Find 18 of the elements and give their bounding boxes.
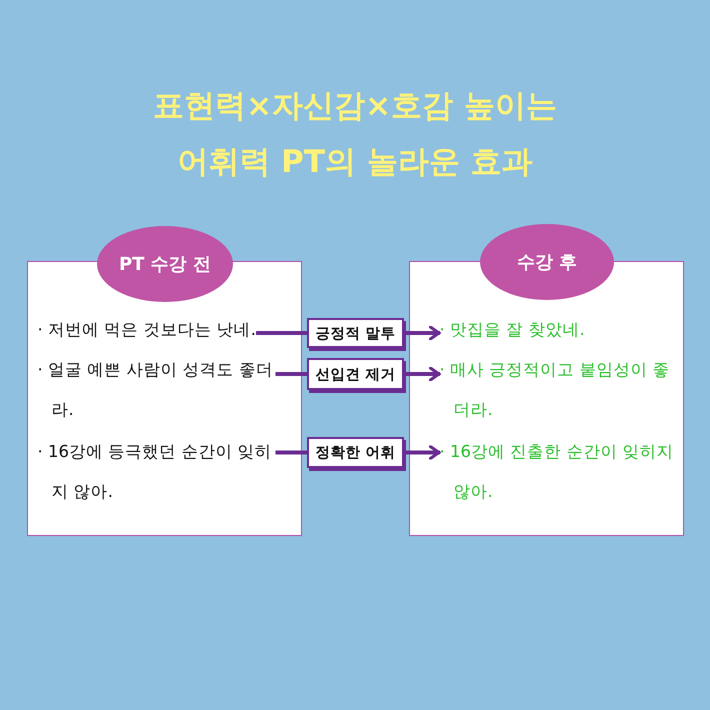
connector-line — [276, 372, 307, 376]
arrow — [404, 366, 440, 382]
label-box: 정확한 어휘 — [307, 437, 404, 468]
arrow — [404, 444, 440, 460]
label-box: 긍정적 말투 — [307, 318, 404, 348]
connector-line — [276, 450, 307, 454]
title: 표현력×자신감×호감 높이는 어휘력 PT의 놀라운 효과 — [152, 87, 558, 182]
bullet-text: · 맛집을 잘 찾았네. — [440, 310, 585, 350]
bullet-text: · 16강에 등극했던 순간이 잊히지 않아. — [38, 432, 276, 512]
bullet-text: · 16강에 진출한 순간이 잊히지 않아. — [440, 432, 678, 512]
heading-ellipse: 수강 후 — [480, 224, 614, 300]
connector-line — [256, 331, 307, 335]
bullet-text: · 저번에 먹은 것보다는 낫네. — [38, 310, 256, 350]
label-box: 선입견 제거 — [307, 358, 404, 390]
heading-ellipse: PT 수강 전 — [97, 226, 233, 302]
bullet-text: · 매사 긍정적이고 붙임성이 좋더라. — [440, 350, 678, 430]
bullet-text: · 얼굴 예쁜 사람이 성격도 좋더라. — [38, 350, 276, 430]
arrow — [404, 325, 440, 341]
